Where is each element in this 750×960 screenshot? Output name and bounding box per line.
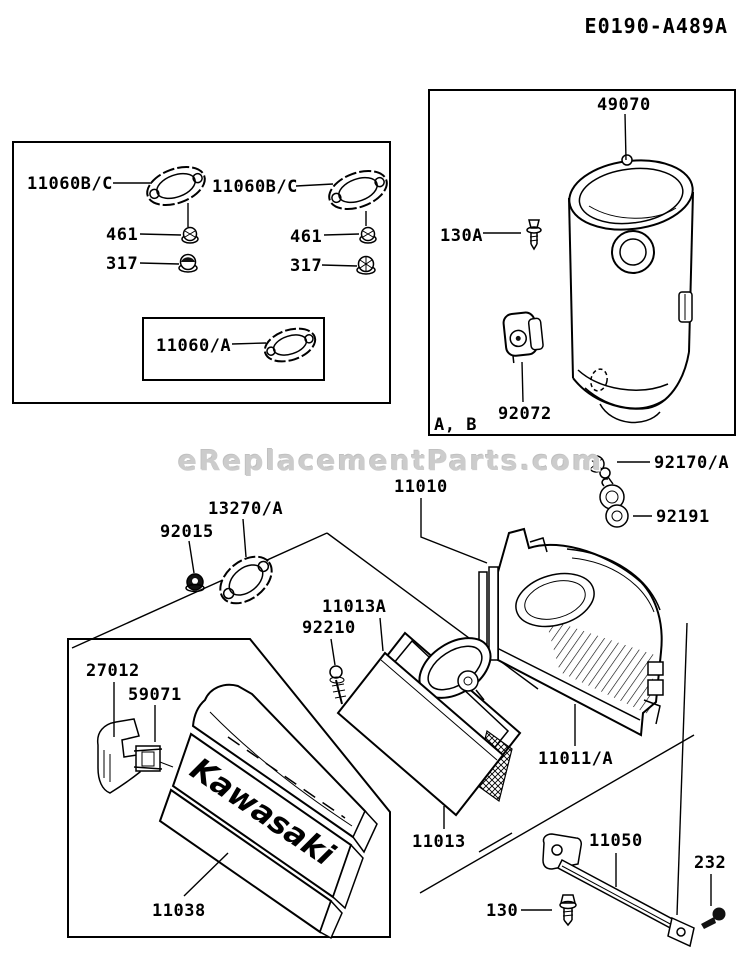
foam-element: [336, 651, 505, 817]
air-filter-cover: Kawasaki: [158, 683, 378, 940]
cover-clip-part: [96, 718, 141, 794]
part-label-49070: 49070: [597, 95, 651, 115]
exhaust-gasket-right: [328, 170, 388, 210]
element-screw: [329, 665, 347, 705]
part-label-11013: 11013: [412, 832, 466, 852]
part-label-11060bc-right: 11060B/C: [212, 177, 298, 197]
part-label-92191: 92191: [656, 507, 710, 527]
part-label-11011a: 11011/A: [538, 749, 614, 769]
part-label-130a: 130A: [440, 226, 483, 246]
exhaust-gasket-left: [146, 166, 206, 206]
nut-461-left: [181, 226, 199, 244]
bracket-bolt-130: [559, 894, 577, 927]
part-label-13270a: 13270/A: [208, 499, 284, 519]
part-label-317-left: 317: [106, 254, 139, 274]
air-cleaner-case: [478, 527, 664, 737]
bolt-130a: [526, 219, 542, 251]
bolt-washer-92170: [587, 455, 614, 485]
grommet-elbow-92191: [599, 478, 629, 528]
nut-317-right: [356, 255, 376, 275]
part-label-92015: 92015: [160, 522, 214, 542]
nut-317-left: [178, 253, 198, 273]
part-label-92210: 92210: [302, 618, 356, 638]
cover-bushing-part: [133, 745, 174, 772]
bracket-11050: [542, 833, 695, 948]
part-label-59071: 59071: [128, 685, 182, 705]
nut-461-right: [359, 226, 377, 244]
part-label-11050: 11050: [589, 831, 643, 851]
canister-box-frame: [428, 89, 736, 436]
watermark: eReplacementParts.com: [178, 444, 604, 477]
variants-note: A, B: [434, 415, 477, 435]
part-label-11010: 11010: [394, 477, 448, 497]
part-label-27012: 27012: [86, 661, 140, 681]
clamp-band-92072: [502, 311, 544, 364]
part-label-92072: 92072: [498, 404, 552, 424]
part-label-11013a: 11013A: [322, 597, 387, 617]
part-label-92170a: 92170/A: [654, 453, 730, 473]
part-label-11038: 11038: [152, 901, 206, 921]
part-label-461-left: 461: [106, 225, 139, 245]
part-label-317-right: 317: [290, 256, 323, 276]
part-label-130: 130: [486, 901, 519, 921]
part-label-232: 232: [694, 853, 727, 873]
part-label-461-right: 461: [290, 227, 323, 247]
inner-gasket-part: [263, 327, 317, 363]
screw-232: [701, 907, 726, 929]
plate-gasket: [219, 555, 273, 605]
canister-49070: [568, 154, 694, 424]
part-label-11060a: 11060/A: [156, 336, 232, 356]
leader-lines: [113, 113, 712, 911]
drawing-number: E0190-A489A: [584, 14, 728, 38]
flange-nut-92015: [185, 573, 205, 593]
part-label-11060bc-left: 11060B/C: [27, 174, 113, 194]
